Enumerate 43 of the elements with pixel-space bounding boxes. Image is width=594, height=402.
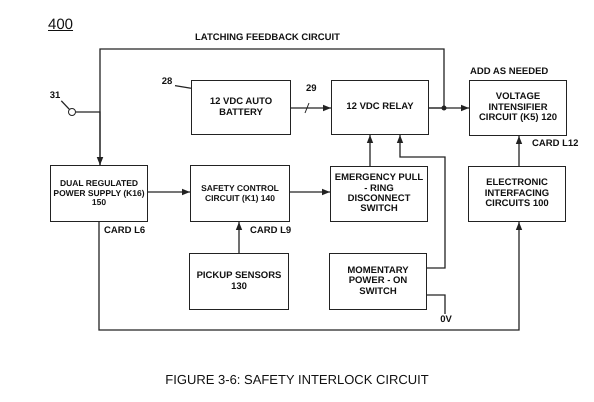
leader-line	[60, 100, 70, 110]
connector-arrow	[291, 104, 331, 112]
block-box	[190, 165, 290, 222]
block-box	[189, 253, 289, 310]
connector-arrow	[96, 48, 445, 165]
connector-arrow	[236, 222, 242, 253]
card-label: ADD AS NEEDED	[470, 66, 548, 77]
connector-arrow	[516, 136, 522, 166]
block-box	[468, 166, 566, 222]
callout-number: 28	[162, 76, 172, 88]
block-box	[329, 253, 427, 310]
block-label: 12 VDC AUTO BATTERY	[208, 95, 274, 120]
block-box	[50, 165, 148, 222]
block-label: VOLTAGE INTENSIFIER CIRCUIT (K5) 120	[478, 90, 558, 126]
block-label: SAFETY CONTROL CIRCUIT (K1) 140	[200, 182, 280, 205]
callout-number: 31	[50, 90, 60, 102]
figure-caption: FIGURE 3-6: SAFETY INTERLOCK CIRCUIT	[164, 372, 430, 387]
terminal-circle	[68, 108, 76, 116]
block-label: EMERGENCY PULL - RING DISCONNECT SWITCH	[334, 171, 424, 216]
block-label: PICKUP SENSORS 130	[196, 269, 282, 294]
card-label: CARD L6	[104, 225, 146, 236]
block-box	[330, 166, 428, 222]
block-label: DUAL REGULATED POWER SUPPLY (K16) 150	[52, 177, 146, 210]
block-box	[469, 80, 567, 136]
connector-arrow	[396, 135, 446, 269]
leader-line	[174, 84, 192, 89]
connector-arrow	[366, 135, 374, 166]
connector-arrow	[148, 188, 190, 196]
voltage-label: 0V	[440, 314, 452, 326]
block-label: 12 VDC RELAY	[345, 100, 415, 114]
connector-arrow	[427, 294, 446, 314]
block-box	[331, 80, 429, 135]
figure-number: 400	[48, 16, 74, 33]
block-label: MOMENTARY POWER - ON SWITCH	[346, 264, 410, 299]
block-label: ELECTRONIC INTERFACING CIRCUITS 100	[484, 176, 550, 212]
connector-arrow	[290, 188, 330, 196]
edge-label: 29	[306, 83, 317, 94]
block-box	[191, 80, 291, 135]
connector-arrow	[429, 104, 469, 112]
card-label: CARD L12	[532, 138, 578, 149]
edge-label: LATCHING FEEDBACK CIRCUIT	[195, 32, 340, 43]
connector-arrow	[98, 222, 522, 331]
card-label: CARD L9	[250, 225, 292, 236]
